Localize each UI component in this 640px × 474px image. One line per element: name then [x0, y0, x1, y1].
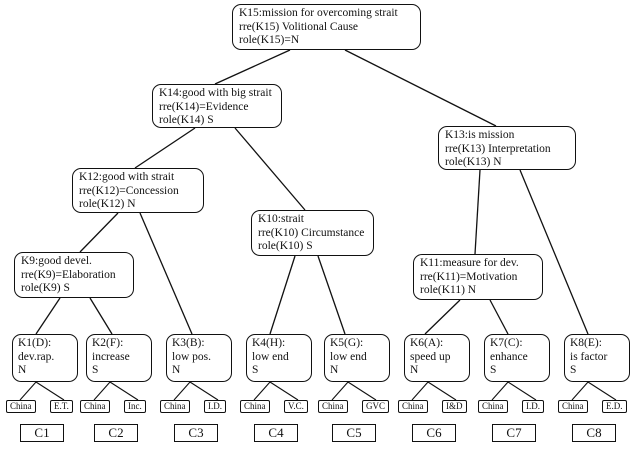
- leaf-fork-line: [587, 381, 617, 401]
- leaf-text: K6(A):: [410, 337, 444, 349]
- leaf-text: low end: [252, 350, 289, 363]
- leaf-fork-line: [253, 381, 271, 401]
- clause-box: C2: [94, 424, 138, 442]
- leaf-node-3: K3(B):low pos.N: [166, 334, 232, 382]
- leaf-text: is factor: [570, 350, 608, 363]
- leaf-text: low pos.: [172, 350, 211, 363]
- figure-caption: Figure 1: ...: [8, 456, 69, 471]
- leaf-text: S: [490, 364, 497, 376]
- leaf-text: increase: [92, 350, 130, 363]
- leaf-text: K4(H):: [252, 337, 286, 349]
- leaf-text: enhance: [490, 350, 528, 363]
- leaf-text: N: [410, 364, 419, 376]
- clause-box: C1: [20, 424, 64, 442]
- leaf-word-left: China: [80, 400, 110, 413]
- leaf-text: K5(G):: [330, 337, 364, 349]
- leaf-fork-line: [331, 381, 349, 401]
- leaf-fork-line: [35, 381, 65, 401]
- leaf-fork-line: [269, 381, 299, 401]
- leaf-word-left: China: [478, 400, 508, 413]
- leaf-fork-line: [19, 381, 37, 401]
- leaf-word-left: China: [6, 400, 36, 413]
- leaf-fork-line: [491, 381, 509, 401]
- leaf-node-1: K1(D):dev.rap.N: [12, 334, 78, 382]
- leaf-word-right: I.D.: [522, 400, 544, 413]
- leaf-word-right: E.T.: [50, 400, 73, 413]
- clause-box: C8: [572, 424, 616, 442]
- leaf-text: N: [18, 364, 27, 376]
- leaf-word-right: Inc.: [124, 400, 146, 413]
- leaf-text: N: [172, 364, 181, 376]
- leaf-word-right: V.C.: [284, 400, 308, 413]
- leaf-fork-line: [93, 381, 111, 401]
- leaf-text: K2(F):: [92, 337, 124, 349]
- leaf-word-right: I&D: [442, 400, 467, 413]
- leaf-word-right: E.D.: [602, 400, 627, 413]
- leaf-fork-line: [109, 381, 139, 401]
- leaf-text: low end: [330, 350, 367, 363]
- clause-box: C7: [492, 424, 536, 442]
- leaf-word-left: China: [318, 400, 348, 413]
- leaf-fork-line: [189, 381, 219, 401]
- leaf-text: speed up: [410, 350, 451, 363]
- leaf-text: dev.rap.: [18, 350, 55, 363]
- leaf-text: S: [252, 364, 259, 376]
- leaf-text: S: [92, 364, 99, 376]
- leaf-text: K3(B):: [172, 337, 205, 349]
- leaf-word-left: China: [240, 400, 270, 413]
- clause-box: C3: [174, 424, 218, 442]
- clause-box: C5: [332, 424, 376, 442]
- leaf-word-left: China: [398, 400, 428, 413]
- leaf-text: K8(E):: [570, 337, 602, 349]
- leaf-text: K1(D):: [18, 337, 52, 349]
- leaf-fork-line: [347, 381, 377, 401]
- leaf-fork-line: [571, 381, 589, 401]
- leaf-fork-line: [427, 381, 457, 401]
- leaf-word-left: China: [160, 400, 190, 413]
- clause-box: C4: [254, 424, 298, 442]
- leaf-text: S: [570, 364, 577, 376]
- leaf-word-right: I.D.: [204, 400, 226, 413]
- leaf-fork-line: [173, 381, 191, 401]
- leaf-text: K7(C):: [490, 337, 523, 349]
- leaf-word-left: China: [558, 400, 588, 413]
- leaf-word-right: GVC: [362, 400, 390, 413]
- clause-box: C6: [412, 424, 456, 442]
- leaf-fork-line: [411, 381, 429, 401]
- leaf-text: N: [330, 364, 339, 376]
- leaf-fork-line: [507, 381, 537, 401]
